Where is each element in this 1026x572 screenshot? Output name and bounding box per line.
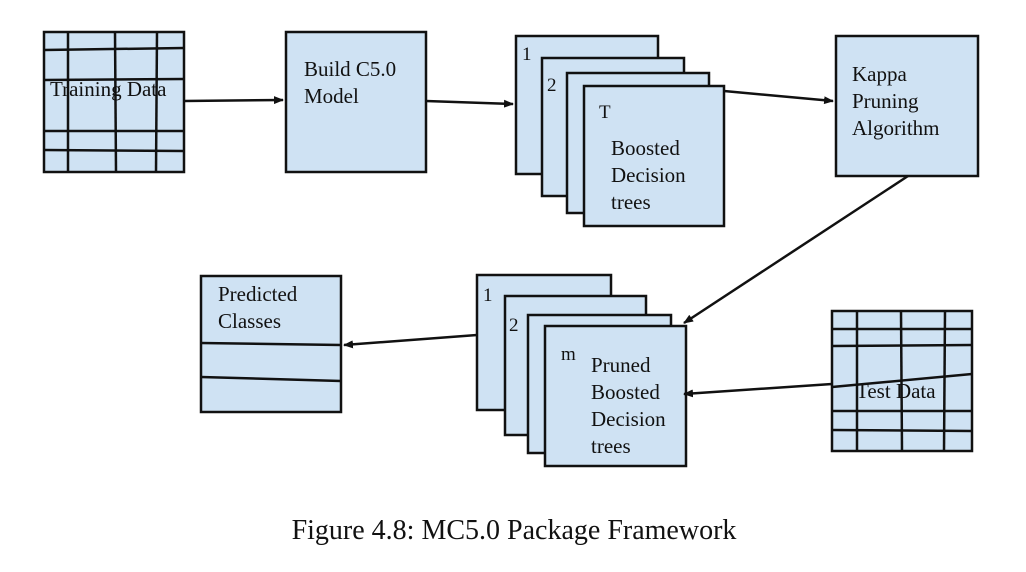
predicted-label-line1: Predicted: [218, 282, 298, 306]
training-data-label: Training Data: [50, 77, 167, 101]
boosted-tree-index-1: 1: [522, 44, 532, 65]
training-data-grid: [43, 31, 185, 173]
pruned-trees-label-line3: Decision: [591, 407, 666, 431]
predicted-label-line2: Classes: [218, 309, 281, 333]
pruned-trees-label-line1: Pruned: [591, 353, 651, 377]
boosted-trees-label-line3: trees: [611, 190, 651, 214]
pruned-tree-card-front: [543, 324, 688, 468]
pruned-trees-stack: 1 2 m Pruned Boosted Decision trees: [475, 273, 688, 468]
training-data-node: Training Data: [42, 30, 186, 174]
kappa-label-line2: Pruning: [852, 89, 919, 113]
kappa-label-line1: Kappa: [852, 62, 907, 86]
boosted-trees-label-line1: Boosted: [611, 136, 680, 160]
boosted-tree-card-front: [582, 84, 726, 228]
figure-caption: Figure 4.8: MC5.0 Package Framework: [292, 515, 737, 546]
boosted-tree-index-2: 2: [547, 75, 557, 96]
arrow-kappa-to-pruned: [683, 174, 909, 325]
predicted-classes-node: Predicted Classes: [199, 274, 343, 414]
pruned-tree-index-2: 2: [509, 315, 519, 336]
boosted-trees-label-line2: Decision: [611, 163, 686, 187]
test-data-label: Test Data: [856, 379, 936, 403]
boosted-tree-index-t: T: [599, 102, 611, 123]
boosted-trees-stack: 1 2 T Boosted Decision trees: [514, 34, 726, 228]
flow-arrows: [183, 89, 909, 398]
build-model-label-line1: Build C5.0: [304, 57, 396, 81]
arrow-pruned-to-predicted: [343, 333, 478, 349]
pruned-tree-index-m: m: [561, 344, 576, 365]
build-model-node: Build C5.0 Model: [284, 30, 428, 174]
pruned-tree-index-1: 1: [483, 285, 493, 306]
arrow-boosted-to-kappa: [723, 89, 834, 105]
pruned-trees-label-line4: trees: [591, 434, 631, 458]
arrow-build-to-boosted: [425, 99, 514, 108]
arrow-test-to-pruned: [683, 382, 833, 398]
test-data-grid: [831, 310, 973, 452]
pruned-trees-label-line2: Boosted: [591, 380, 660, 404]
arrow-training-to-build: [183, 96, 284, 105]
test-data-node: Test Data: [830, 309, 974, 453]
kappa-label-line3: Algorithm: [852, 116, 940, 140]
kappa-pruning-node: Kappa Pruning Algorithm: [834, 34, 980, 178]
build-model-label-line2: Model: [304, 84, 359, 108]
